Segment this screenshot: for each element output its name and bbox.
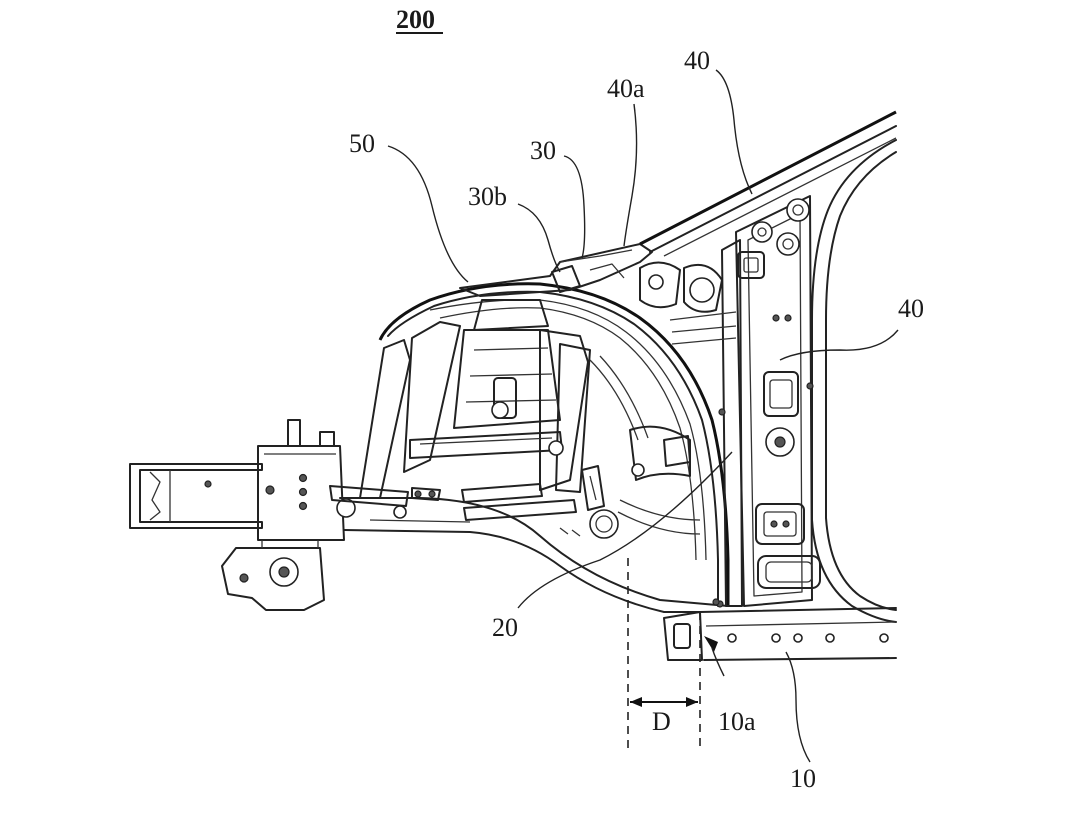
arrow-10a [704,636,718,652]
figure-number: 200 [396,5,435,34]
label-d: D [652,707,671,736]
dimension-d [627,558,701,752]
side-sill [699,598,897,661]
label-20: 20 [492,613,518,642]
label-50: 50 [349,129,375,158]
wheelhouse-assembly [329,282,730,661]
label-30b: 30b [468,182,507,211]
label-10: 10 [790,764,816,793]
front-rail-bracket [129,419,345,611]
label-30: 30 [530,136,556,165]
label-40a: 40a [607,74,645,103]
a-pillar-panel [639,110,897,623]
label-40-right: 40 [898,294,924,323]
label-40-top: 40 [684,46,710,75]
upper-member [459,243,653,297]
label-10a: 10a [718,707,756,736]
leader-lines [387,69,899,763]
reference-numerals: 50 30 30b 40a 40 40 20 D 10a 10 [349,46,924,793]
figure-number-group: 200 [396,5,443,34]
